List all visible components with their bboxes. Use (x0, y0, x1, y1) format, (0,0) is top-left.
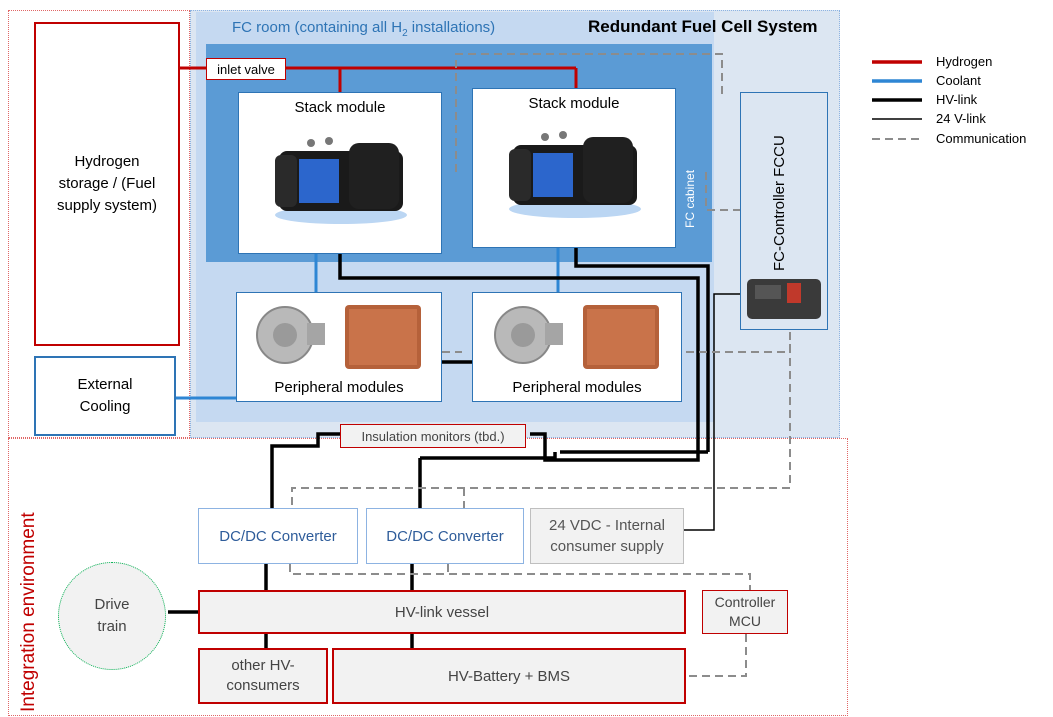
hv-battery-bms: HV-Battery + BMS (332, 648, 686, 704)
fc-room-title: FC room (containing all H2 installations… (232, 19, 496, 39)
peripheral-module-1: Peripheral modules (236, 292, 442, 402)
stack-module-label: Stack module (294, 99, 386, 116)
blower-and-heat-exchanger-icon (483, 301, 673, 373)
legend-hv-link: HV-link (936, 92, 978, 107)
integration-environment-label: Integration environment (18, 512, 39, 712)
stack-module-label: Stack module (528, 95, 620, 112)
inlet-valve: inlet valve (206, 58, 286, 80)
peripheral-module-2: Peripheral modules (472, 292, 682, 402)
controller-mcu: Controller MCU (702, 590, 788, 634)
peripheral-module-label: Peripheral modules (512, 379, 642, 396)
external-cooling: External Cooling (34, 356, 176, 436)
dcdc-converter-1: DC/DC Converter (198, 508, 358, 564)
legend-coolant: Coolant (936, 73, 981, 88)
drive-train: Drive train (58, 562, 166, 670)
hydrogen-storage: Hydrogen storage / (Fuel supply system) (34, 22, 180, 346)
other-hv-consumers: other HV-consumers (198, 648, 328, 704)
stack-module-1: Stack module (238, 92, 442, 254)
internal-consumer-supply: 24 VDC - Internal consumer supply (530, 508, 684, 564)
peripheral-module-label: Peripheral modules (274, 379, 404, 396)
blower-and-heat-exchanger-icon (245, 301, 435, 373)
stack-module-2: Stack module (472, 88, 676, 248)
controller-unit-icon (745, 271, 825, 327)
legend-24v-link: 24 V-link (936, 111, 986, 126)
legend-hydrogen: Hydrogen (936, 54, 993, 69)
legend-communication: Communication (936, 131, 1027, 146)
fc-controller-label: FC-Controller FCCU (771, 135, 788, 271)
fc-cabinet-label: FC cabinet (683, 169, 697, 228)
stack-module-icon (271, 131, 411, 225)
fuel-supply-region (8, 10, 190, 438)
dcdc-converter-2: DC/DC Converter (366, 508, 524, 564)
hv-link-vessel: HV-link vessel (198, 590, 686, 634)
system-title: Redundant Fuel Cell System (588, 17, 818, 36)
insulation-monitors: Insulation monitors (tbd.) (340, 424, 526, 448)
stack-module-icon (505, 125, 645, 219)
fc-controller-box: FC-Controller FCCU (740, 92, 828, 330)
